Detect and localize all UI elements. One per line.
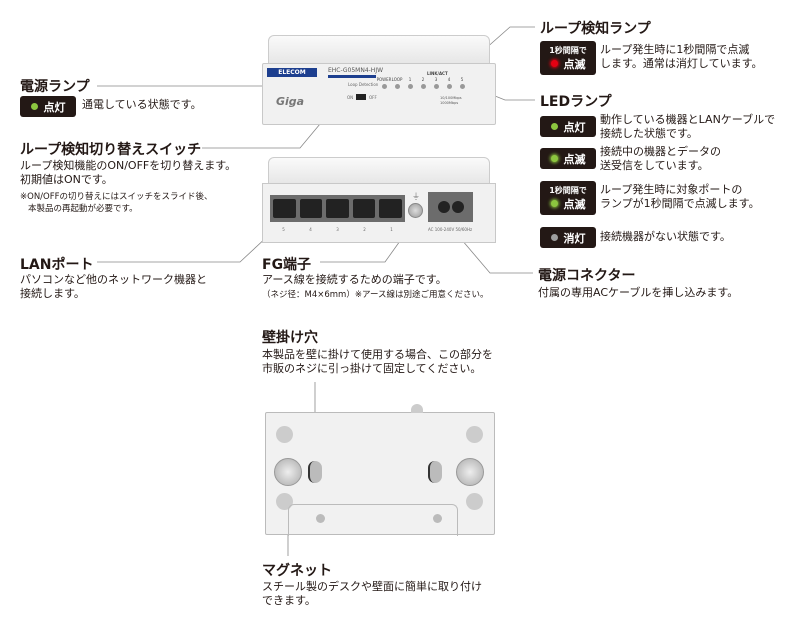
magnet-left: [274, 458, 302, 486]
led-desc: 送受信をしています。: [600, 159, 709, 172]
power-connector-desc: 付属の専用ACケーブルを挿し込みます。: [538, 286, 739, 299]
power-led: [381, 84, 387, 89]
link-act-label: LINK/ACT: [427, 71, 448, 76]
loop-detection-label: Loop Detection: [348, 82, 379, 87]
led-on-badge: 点灯: [540, 116, 596, 137]
power-lamp-badge: 点灯: [20, 96, 76, 117]
wall-hole-desc: 本製品を壁に掛けて使用する場合、この部分を: [262, 348, 493, 361]
switch-front-view: ELECOM EHC-G05MN4-HJW Giga Loop Detectio…: [262, 35, 496, 130]
led-label: 4: [447, 77, 451, 82]
badge-label: 点灯: [43, 100, 66, 114]
lan-port-title: LANポート: [20, 257, 94, 273]
led-desc: 接続中の機器とデータの: [600, 145, 721, 158]
magnet-title: マグネット: [262, 563, 332, 579]
led-blink-badge: 点滅: [540, 148, 596, 169]
switch-on-label: ON: [347, 95, 354, 100]
power-connector-title: 電源コネクター: [538, 268, 636, 284]
lan-port-desc: 接続します。: [20, 287, 85, 300]
badge-label: 点灯: [563, 120, 586, 134]
badge-top-label: 1秒間隔で: [549, 45, 587, 55]
power-lamp-title: 電源ランプ: [20, 79, 90, 95]
led-desc: ランプが1秒間隔で点滅します。: [600, 197, 760, 210]
wall-hole-right[interactable]: [428, 461, 442, 483]
fg-title: FG端子: [262, 257, 312, 273]
port-number: 2: [363, 227, 366, 232]
power-connector[interactable]: [428, 192, 473, 222]
port-number: 1: [390, 227, 393, 232]
led-label: 5: [460, 77, 464, 82]
badge-label: 消灯: [563, 231, 586, 245]
loop-lamp-title: ループ検知ランプ: [540, 21, 651, 37]
green-led-icon: [550, 123, 558, 130]
led-label: 1: [408, 77, 412, 82]
model-label: EHC-G05MN4-HJW: [328, 67, 384, 74]
loop-switch-note: 本製品の再起動が必要です。: [28, 204, 138, 214]
port-led: [420, 84, 426, 89]
loop-detection-switch[interactable]: [356, 94, 366, 100]
fg-terminal[interactable]: [408, 203, 423, 218]
led-lamp-title: LEDランプ: [540, 94, 612, 110]
green-led-icon: [30, 103, 38, 110]
led-desc: 接続した状態です。: [600, 127, 698, 140]
green-blink-icon: [550, 200, 558, 207]
led-label: 2: [421, 77, 425, 82]
badge-label: 点滅: [563, 152, 586, 166]
loop-switch-desc: ループ検知機能のON/OFFを切り替えます。: [20, 159, 237, 172]
port-number: 4: [309, 227, 312, 232]
loop-switch-title: ループ検知切り替えスイッチ: [20, 142, 202, 158]
speed-label: 1000Mbps: [440, 101, 459, 105]
ac-label: AC 100-240V 50/60Hz: [428, 227, 473, 232]
speed-label: 10/100Mbps: [440, 96, 462, 100]
lan-port-desc: パソコンなど他のネットワーク機器と: [20, 273, 207, 286]
wall-hole-title: 壁掛け穴: [262, 330, 318, 346]
badge-label: 点滅: [563, 197, 586, 211]
switch-bottom-view: [265, 404, 495, 536]
loop-switch-note: ※ON/OFFの切り替えにはスイッチをスライド後、: [20, 192, 213, 202]
port-led: [433, 84, 439, 89]
magnet-desc: スチール製のデスクや壁面に簡単に取り付け: [262, 580, 482, 593]
brand-label: ELECOM: [267, 68, 317, 77]
fg-desc: アース線を接続するための端子です。: [262, 273, 447, 286]
port-number: 5: [282, 227, 285, 232]
badge-label: 点滅: [563, 57, 586, 71]
loop-switch-desc: 初期値はONです。: [20, 173, 113, 186]
logo: Giga: [276, 95, 305, 108]
led-label: 3: [434, 77, 438, 82]
port-led: [459, 84, 465, 89]
gray-led-icon: [550, 234, 558, 241]
red-blink-icon: [550, 60, 558, 67]
led-label: POWER: [376, 77, 392, 82]
led-desc: ループ発生時に対象ポートの: [600, 183, 743, 196]
led-desc: 動作している機器とLANケーブルで: [600, 113, 776, 126]
green-blink-icon: [550, 155, 558, 162]
led-label: LOOP: [391, 77, 403, 82]
wall-hole-desc: 市販のネジに引っ掛けて固定してください。: [262, 362, 482, 375]
port-led: [446, 84, 452, 89]
loop-lamp-desc: ループ発生時に1秒間隔で点滅: [600, 43, 750, 56]
switch-off-label: OFF: [369, 95, 377, 100]
led-loop-blink-badge: 1秒間隔で点滅: [540, 181, 596, 215]
badge-top-label: 1秒間隔で: [549, 185, 587, 195]
loop-led: [394, 84, 400, 89]
wall-hole-left[interactable]: [308, 461, 322, 483]
switch-rear-view: 5 4 3 2 1 ⏚ AC 100-240V 50/60Hz: [262, 157, 496, 247]
power-lamp-desc: 通電している状態です。: [82, 98, 202, 111]
ground-icon: ⏚: [412, 192, 420, 201]
led-desc: 接続機器がない状態です。: [600, 230, 731, 243]
port-number: 3: [336, 227, 339, 232]
loop-lamp-desc: します。通常は消灯しています。: [600, 57, 763, 70]
lan-ports[interactable]: [270, 195, 405, 222]
fg-note: （ネジ径：M4×6mm）※アース線は別途ご用意ください。: [262, 290, 489, 300]
magnet-desc: できます。: [262, 594, 316, 607]
port-led: [407, 84, 413, 89]
led-off-badge: 消灯: [540, 227, 596, 248]
loop-lamp-badge: 1秒間隔で点滅: [540, 41, 596, 75]
magnet-right: [456, 458, 484, 486]
